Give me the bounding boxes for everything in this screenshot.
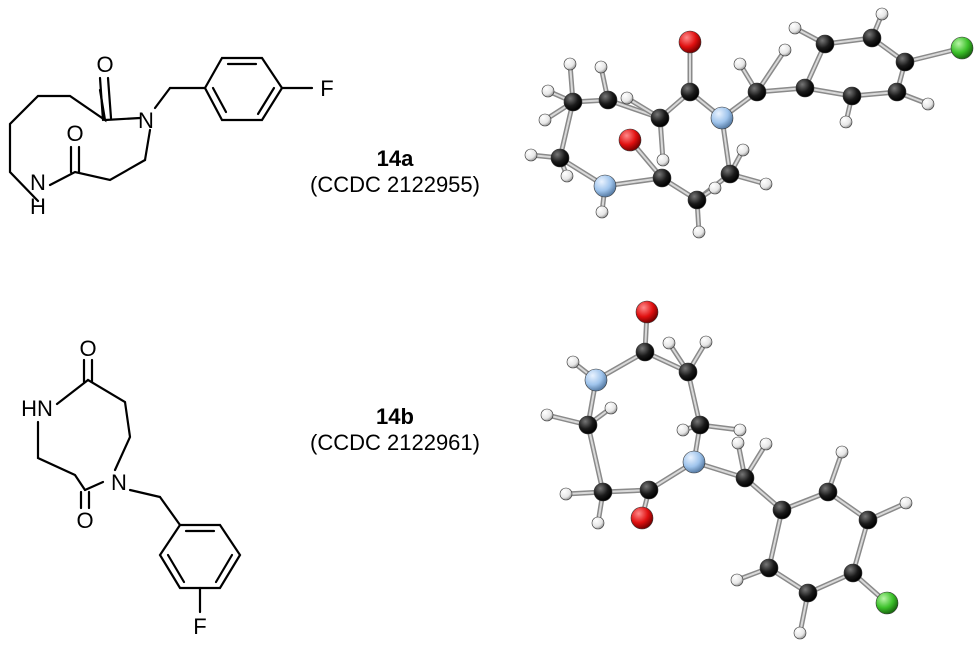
- carbon-atom: [678, 362, 698, 382]
- nh-nitrogen-label-14a: N: [30, 170, 46, 195]
- hydrogen-atom: [699, 335, 713, 349]
- fluorine-label-14a: F: [320, 76, 333, 101]
- carbon-atom: [815, 34, 835, 54]
- nitrogen-atom: [593, 174, 617, 198]
- nitrogen-atom: [682, 450, 706, 474]
- carbon-atom: [639, 480, 659, 500]
- hydrogen-atom: [875, 7, 889, 21]
- caption-14a: 14a (CCDC 2122955): [280, 146, 510, 198]
- hydrogen-atom: [778, 43, 792, 57]
- hydrogen-atom: [656, 153, 670, 167]
- hydrogen-atom: [733, 57, 747, 71]
- ccdc-number-14a: (CCDC 2122955): [310, 172, 480, 197]
- carbon-atom: [759, 558, 779, 578]
- nitrogen-atom: [710, 106, 734, 130]
- nitrogen-atom: [584, 368, 608, 392]
- hydrogen-atom: [708, 181, 722, 195]
- hydrogen-atom: [594, 60, 608, 74]
- hydrogen-atom: [759, 177, 773, 191]
- hydrogen-atom: [921, 97, 935, 111]
- carbon-atom: [747, 82, 767, 102]
- hydrogen-atom: [620, 91, 634, 105]
- hydrogen-atom: [541, 84, 555, 98]
- oxygen-label-14b-1: O: [79, 336, 96, 361]
- carbon-atom: [650, 108, 670, 128]
- oxygen-label-14a-1: O: [96, 52, 113, 77]
- fluorine-atom: [950, 36, 974, 60]
- hydrogen-atom: [524, 148, 538, 162]
- carbon-atom: [887, 82, 907, 102]
- hydrogen-atom: [730, 573, 744, 587]
- hydrogen-atom: [731, 436, 745, 450]
- structure-14a: O O N N H F: [8, 52, 334, 219]
- hydrogen-atom: [662, 336, 676, 350]
- compound-id-14b: 14b: [376, 404, 414, 429]
- structure-14b: O HN N O F: [21, 336, 242, 639]
- carbon-atom: [862, 28, 882, 48]
- carbon-atom: [652, 168, 672, 188]
- carbon-atom: [798, 583, 818, 603]
- hydrogen-atom: [591, 516, 605, 530]
- oxygen-atom: [618, 128, 642, 152]
- nitrogen-label-14a: N: [138, 108, 154, 133]
- carbon-atom: [720, 164, 740, 184]
- hydrogen-atom: [835, 445, 849, 459]
- carbon-atom: [735, 468, 755, 488]
- hydrogen-atom: [899, 496, 913, 510]
- carbon-atom: [578, 415, 598, 435]
- hydrogen-atom: [793, 626, 807, 640]
- bond-stick: [559, 101, 574, 159]
- hydrogen-atom: [759, 437, 773, 451]
- hydrogen-atom: [563, 57, 577, 71]
- ccdc-number-14b: (CCDC 2122961): [310, 430, 480, 455]
- bond-stick: [768, 509, 783, 569]
- fluorine-label-14b: F: [193, 614, 206, 639]
- carbon-atom: [818, 482, 838, 502]
- nh-hydrogen-label-14a: H: [30, 194, 46, 219]
- hydrogen-atom: [560, 169, 574, 183]
- crystal-structure-14b-bonds: [544, 309, 909, 636]
- hydrogen-atom: [559, 487, 573, 501]
- hydrogen-atom: [595, 205, 609, 219]
- carbon-atom: [843, 563, 863, 583]
- hydrogen-atom: [692, 225, 706, 239]
- carbon-atom: [593, 482, 613, 502]
- hydrogen-atom: [733, 423, 747, 437]
- crystal-structure-14b-atoms: [540, 300, 913, 640]
- caption-14b: 14b (CCDC 2122961): [280, 404, 510, 456]
- fluorine-atom: [875, 591, 899, 615]
- hydrogen-atom: [788, 21, 802, 35]
- carbon-atom: [687, 190, 707, 210]
- crystal-structure-14a-bonds: [528, 11, 965, 235]
- oxygen-label-14a-2: O: [66, 121, 83, 146]
- compound-id-14a: 14a: [376, 146, 414, 171]
- carbon-atom: [550, 148, 570, 168]
- carbon-atom: [842, 86, 862, 106]
- carbon-atom: [635, 342, 655, 362]
- bond-stick: [587, 424, 604, 493]
- hydrogen-atom: [540, 408, 554, 422]
- carbon-atom: [895, 52, 915, 72]
- carbon-atom: [772, 500, 792, 520]
- oxygen-atom: [630, 506, 654, 530]
- oxygen-atom: [678, 30, 702, 54]
- carbon-atom: [563, 92, 583, 112]
- hydrogen-atom: [538, 113, 552, 127]
- hydrogen-atom: [736, 143, 750, 157]
- nitrogen-label-14b: N: [111, 470, 127, 495]
- oxygen-atom: [635, 300, 659, 324]
- hydrogen-atom: [839, 115, 853, 129]
- oxygen-label-14b-2: O: [76, 508, 93, 533]
- carbon-atom: [680, 82, 700, 102]
- nh-label-14b: HN: [21, 396, 53, 421]
- carbon-atom: [858, 510, 878, 530]
- carbon-atom: [690, 415, 710, 435]
- hydrogen-atom: [676, 423, 690, 437]
- hydrogen-atom: [604, 401, 618, 415]
- hydrogen-atom: [566, 355, 580, 369]
- carbon-atom: [795, 78, 815, 98]
- crystal-structure-14a-atoms: [524, 7, 974, 239]
- carbon-atom: [598, 90, 618, 110]
